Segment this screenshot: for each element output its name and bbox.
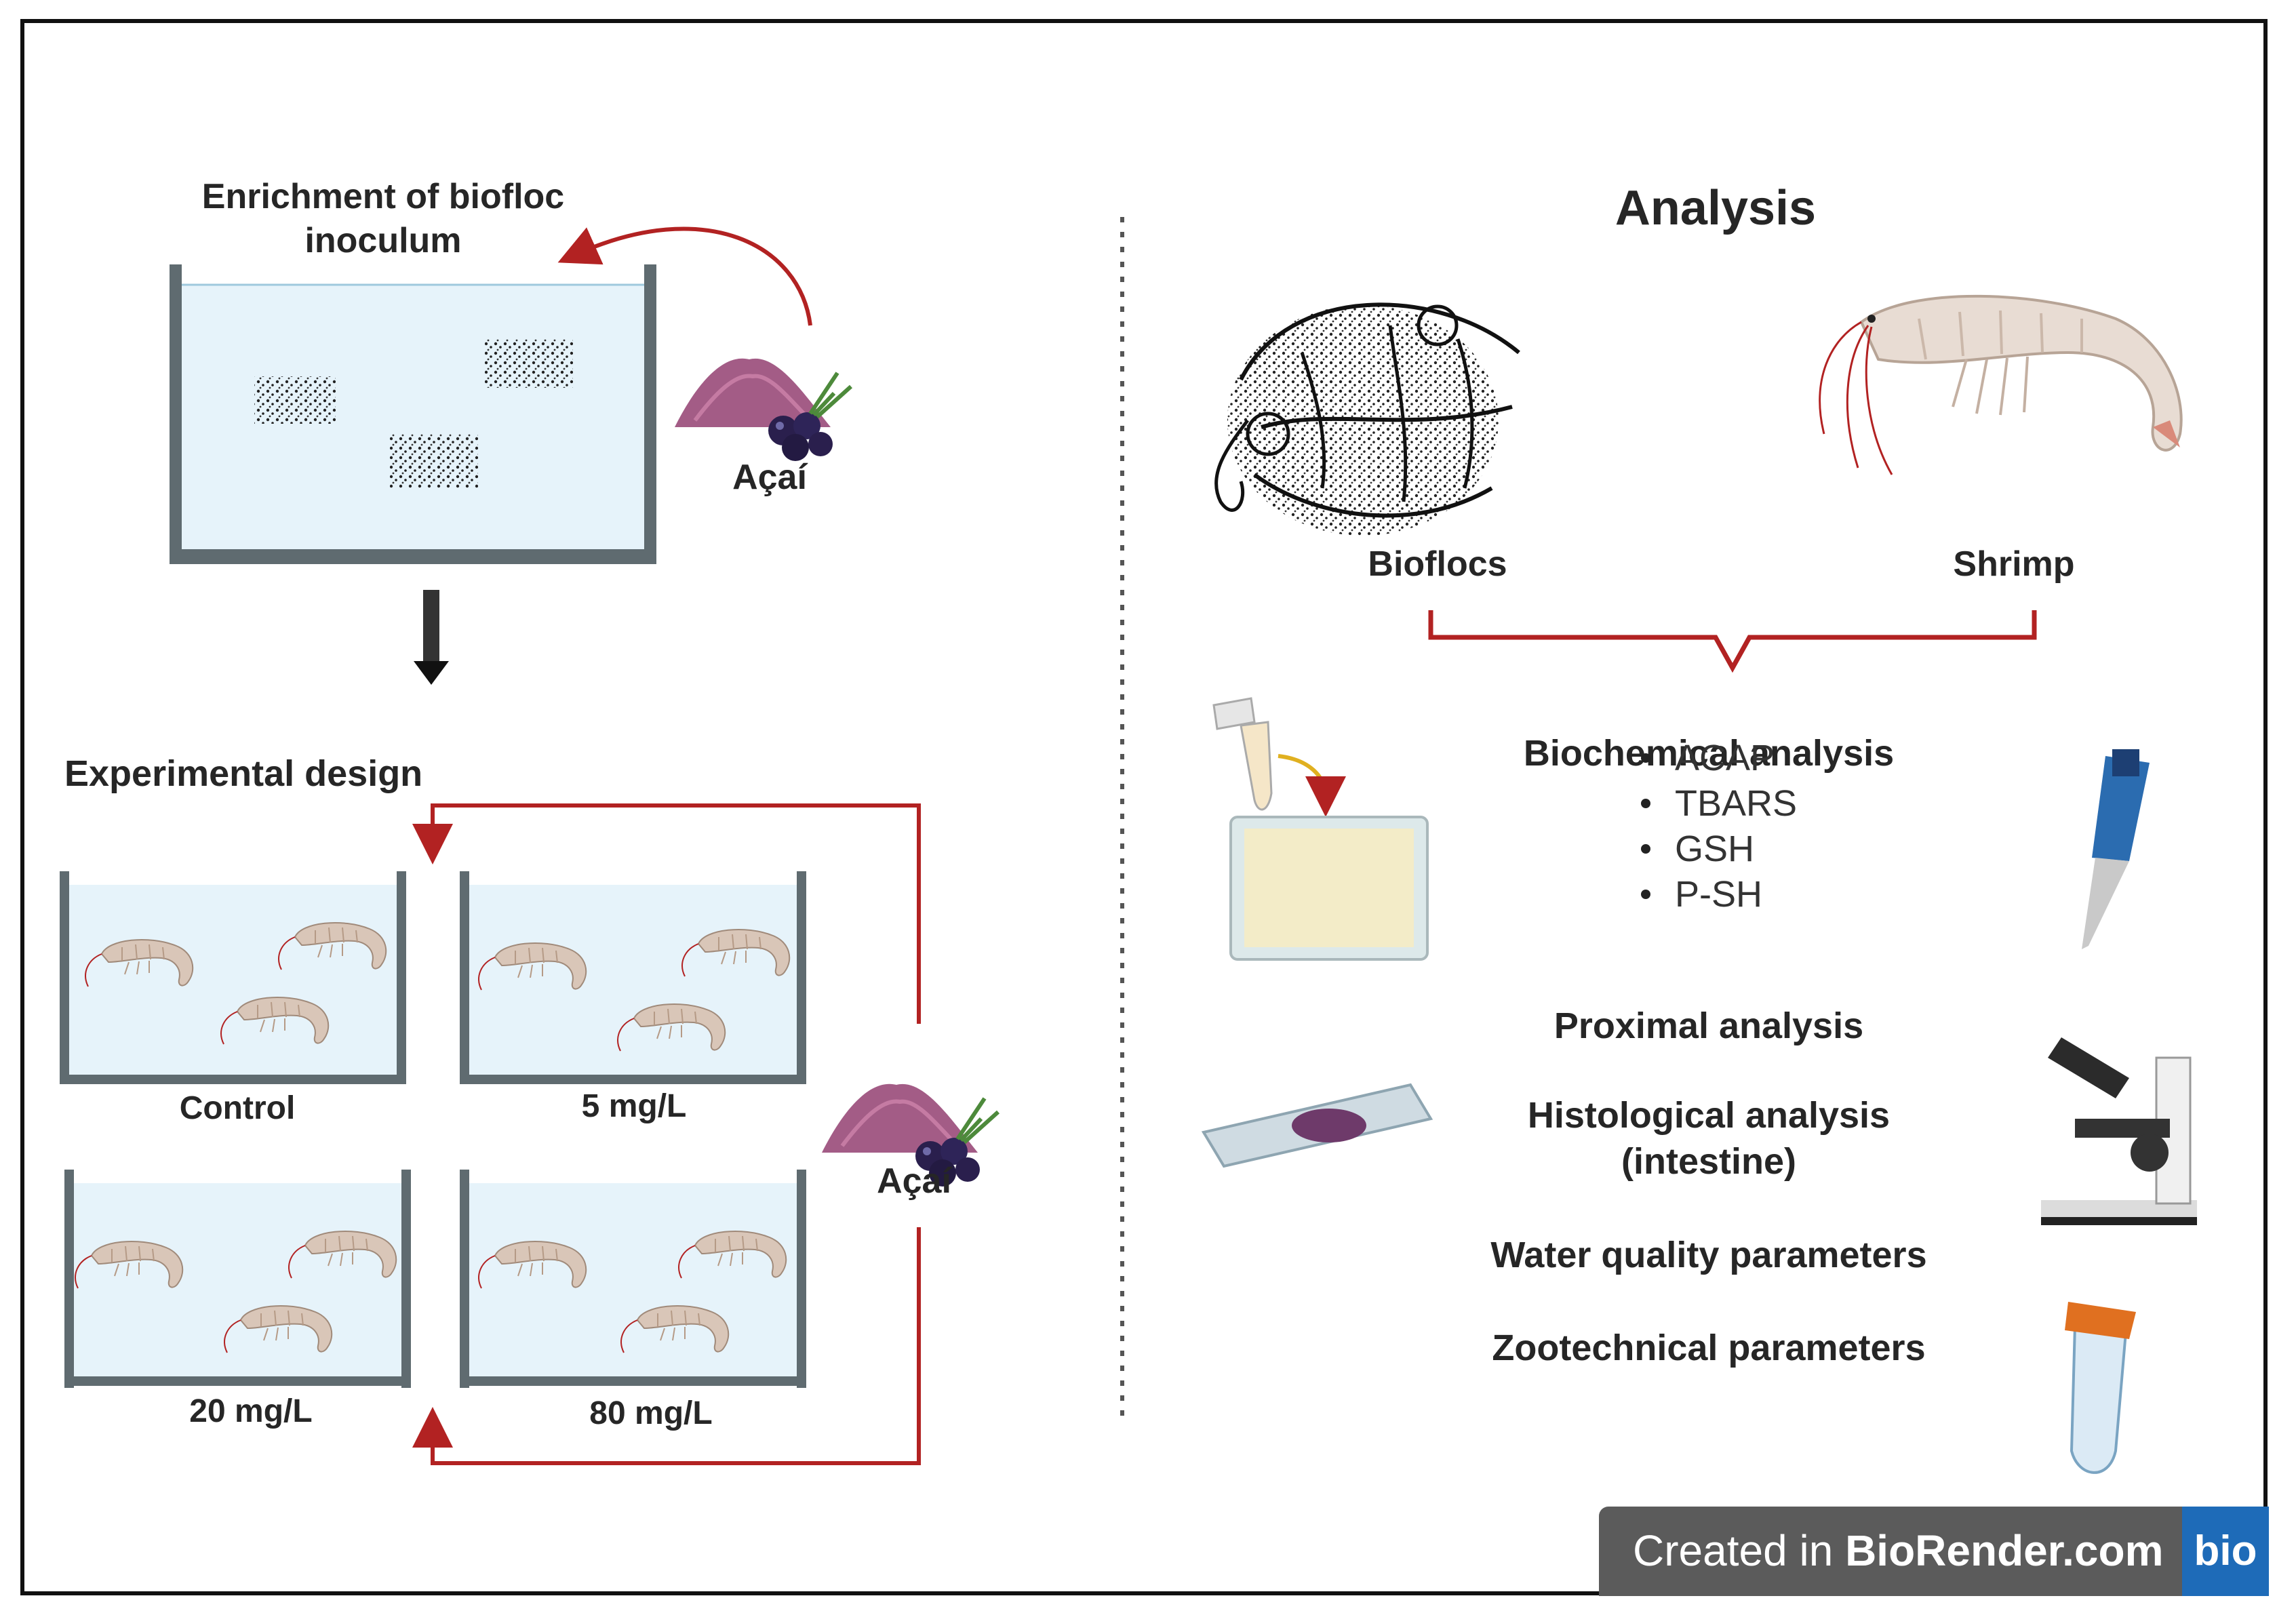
bioflocs-label: Bioflocs <box>1368 544 1507 584</box>
zootechnical-title: Zootechnical parameters <box>1492 1328 1926 1368</box>
biorender-logo: bio <box>2182 1507 2269 1596</box>
biochemical-list: ACAP TBARS GSH P-SH <box>1641 736 1797 917</box>
tank-label-control: Control <box>179 1090 296 1126</box>
falcon-tube-icon <box>2065 1302 2136 1474</box>
slide-icon <box>1201 1083 1433 1168</box>
biochemical-item: ACAP <box>1641 736 1797 781</box>
yellow-arrow <box>1278 754 1346 817</box>
pipette-icon <box>2082 749 2150 949</box>
biochemical-item: GSH <box>1641 827 1797 872</box>
biochemical-item: P-SH <box>1641 872 1797 917</box>
badge-brand: BioRender.com <box>1845 1526 2164 1575</box>
down-arrow <box>414 590 449 685</box>
biochemical-title: Biochemical analysis <box>1523 733 1895 774</box>
tank-label-5mgL: 5 mg/L <box>581 1088 687 1124</box>
water-quality-title: Water quality parameters <box>1490 1235 1927 1275</box>
acai-label-top: Açaí <box>732 458 807 497</box>
bullet-icon <box>1641 753 1650 763</box>
enrichment-tank <box>170 264 656 564</box>
proximal-title: Proximal analysis <box>1553 1005 1864 1046</box>
badge-prefix: Created in <box>1633 1526 1846 1575</box>
bullet-icon <box>1641 843 1650 854</box>
enrichment-title: Enrichment of biofloc inoculum <box>201 177 565 260</box>
biofloc-cluster-icon <box>390 434 478 488</box>
tank-20mgL <box>64 1170 411 1388</box>
analysis-title: Analysis <box>1615 181 1817 235</box>
tube-icon <box>1212 697 1273 811</box>
shrimp-icon <box>1819 294 2183 475</box>
tank-80mgL <box>460 1170 806 1388</box>
biofloc-cluster-icon <box>254 376 336 424</box>
bracket-line <box>1428 610 2037 673</box>
bullet-icon <box>1641 889 1650 899</box>
microscope-icon <box>2041 1037 2197 1225</box>
biofloc-icon <box>1214 302 1520 536</box>
experimental-design-title: Experimental design <box>64 753 423 794</box>
loop-arrow-top <box>412 803 921 1024</box>
shrimp-label: Shrimp <box>1953 544 2075 584</box>
biofloc-cluster-icon <box>485 339 573 388</box>
microplate-icon <box>1229 816 1429 961</box>
loop-arrow-bottom <box>412 1227 921 1465</box>
histological-title: Histological analysis (intestine) <box>1527 1095 1891 1182</box>
biochemical-item: TBARS <box>1641 781 1797 827</box>
badge-text: Created in BioRender.com <box>1633 1526 2164 1576</box>
tank-label-80mgL: 80 mg/L <box>589 1395 713 1431</box>
tank-control <box>60 871 406 1084</box>
tank-5mgL <box>460 871 806 1084</box>
acai-label-bottom: Açaí <box>877 1161 951 1201</box>
biorender-badge[interactable]: Created in BioRender.com bio <box>1599 1507 2269 1596</box>
curved-arrow <box>557 226 812 326</box>
acai-powder-icon <box>675 359 851 461</box>
tank-label-20mgL: 20 mg/L <box>189 1393 313 1429</box>
bullet-icon <box>1641 798 1650 808</box>
